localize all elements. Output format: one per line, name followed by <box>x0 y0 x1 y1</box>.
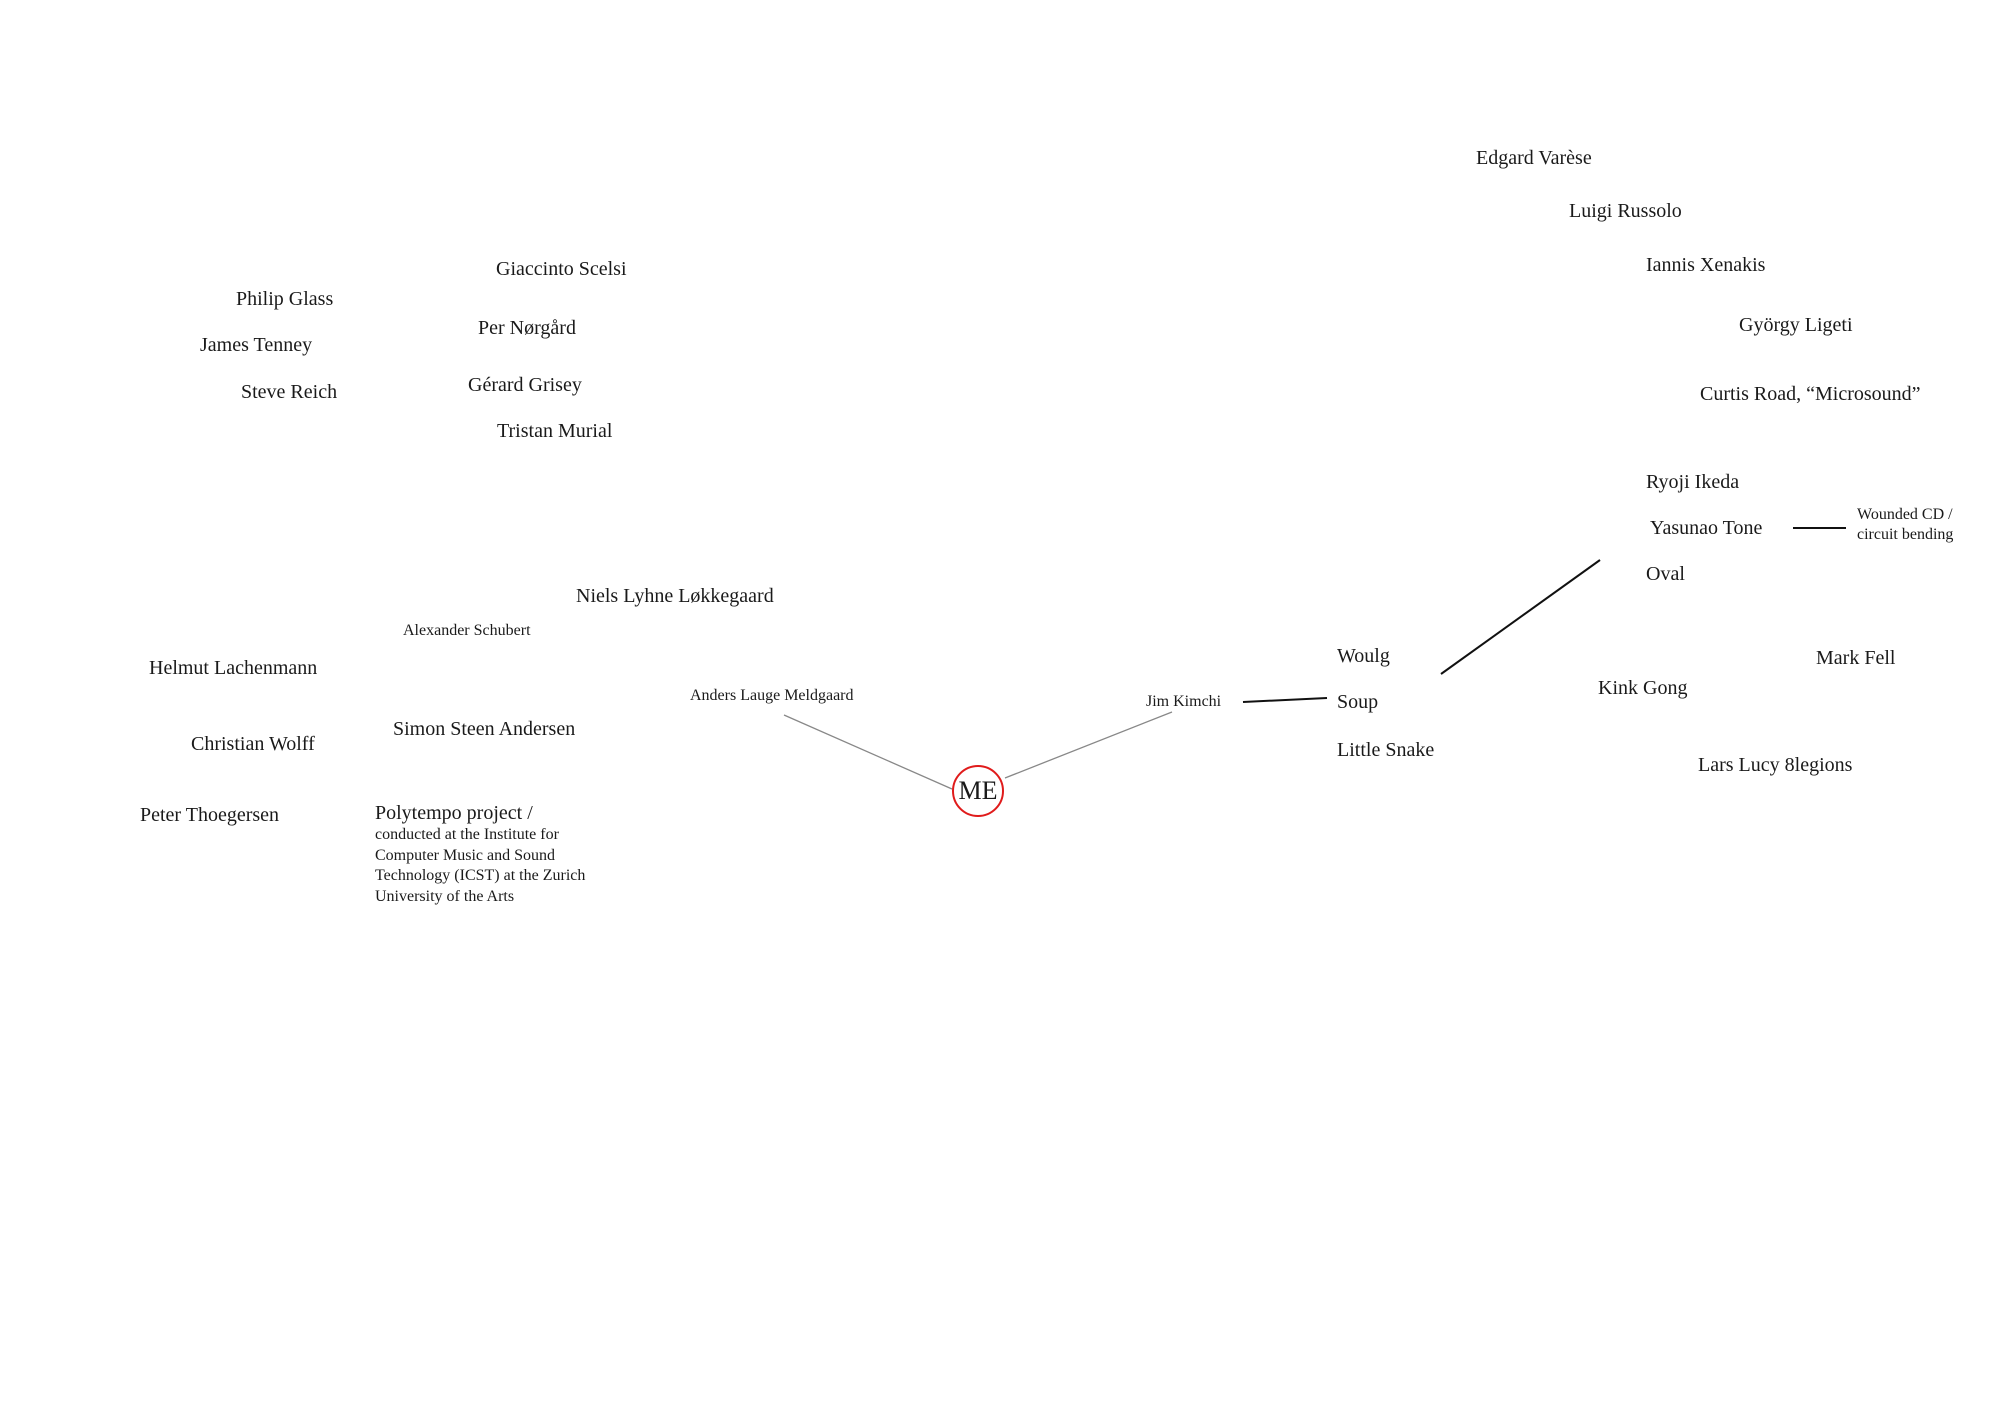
polytempo-line: Computer Music and Sound <box>375 846 555 864</box>
node-grisey: Gérard Grisey <box>468 374 582 396</box>
node-peter: Peter Thoegersen <box>140 804 280 826</box>
line-woulg-oval <box>1440 559 1601 675</box>
center-label: ME <box>958 776 998 805</box>
node-simon: Simon Steen Andersen <box>393 718 576 740</box>
node-lars-lucy: Lars Lucy 8legions <box>1698 754 1853 776</box>
node-helmut: Helmut Lachenmann <box>149 657 318 679</box>
node-xenakis: Iannis Xenakis <box>1646 254 1766 276</box>
node-norgard: Per Nørgård <box>478 317 576 339</box>
wounded-line: Wounded CD / <box>1857 506 1953 523</box>
line-anders-me <box>783 714 953 790</box>
polytempo-line: Technology (ICST) at the Zurich <box>375 867 586 884</box>
node-christian: Christian Wolff <box>191 733 315 755</box>
node-philip-glass: Philip Glass <box>236 288 334 310</box>
node-niels: Niels Lyhne Løkkegaard <box>576 585 774 607</box>
node-oval: Oval <box>1646 563 1685 585</box>
node-steve-reich: Steve Reich <box>241 381 338 403</box>
polytempo-line: University of the Arts <box>375 887 515 905</box>
node-ligeti: György Ligeti <box>1739 314 1853 336</box>
node-jim-kimchi: Jim Kimchi <box>1146 693 1222 710</box>
node-kink-gong: Kink Gong <box>1598 677 1688 699</box>
node-mark-fell: Mark Fell <box>1816 647 1896 669</box>
node-anders: Anders Lauge Meldgaard <box>690 687 854 704</box>
node-wounded-cd: Wounded CD / circuit bending <box>1857 505 1953 545</box>
center-node-me: ME <box>952 765 1004 817</box>
node-ryoji-ikeda: Ryoji Ikeda <box>1646 471 1740 493</box>
line-jim-soup <box>1242 697 1328 703</box>
node-alexander: Alexander Schubert <box>403 622 531 639</box>
node-james-tenney: James Tenney <box>200 334 313 356</box>
node-curtis-road: Curtis Road, “Microsound” <box>1700 383 1921 405</box>
node-scelsi: Giaccinto Scelsi <box>496 258 627 280</box>
node-russolo: Luigi Russolo <box>1569 200 1682 222</box>
polytempo-line: conducted at the Institute for <box>375 826 559 843</box>
line-me-jim <box>1004 711 1173 779</box>
node-murial: Tristan Murial <box>497 420 613 442</box>
node-woulg: Woulg <box>1337 645 1390 667</box>
node-little-snake: Little Snake <box>1337 739 1435 761</box>
polytempo-title: Polytempo project / <box>375 802 533 824</box>
node-yasunao-tone: Yasunao Tone <box>1650 517 1763 539</box>
wounded-line: circuit bending <box>1857 526 1954 543</box>
node-soup: Soup <box>1337 691 1379 713</box>
node-varese: Edgard Varèse <box>1476 147 1592 169</box>
node-polytempo: Polytempo project / conducted at the Ins… <box>375 801 585 907</box>
